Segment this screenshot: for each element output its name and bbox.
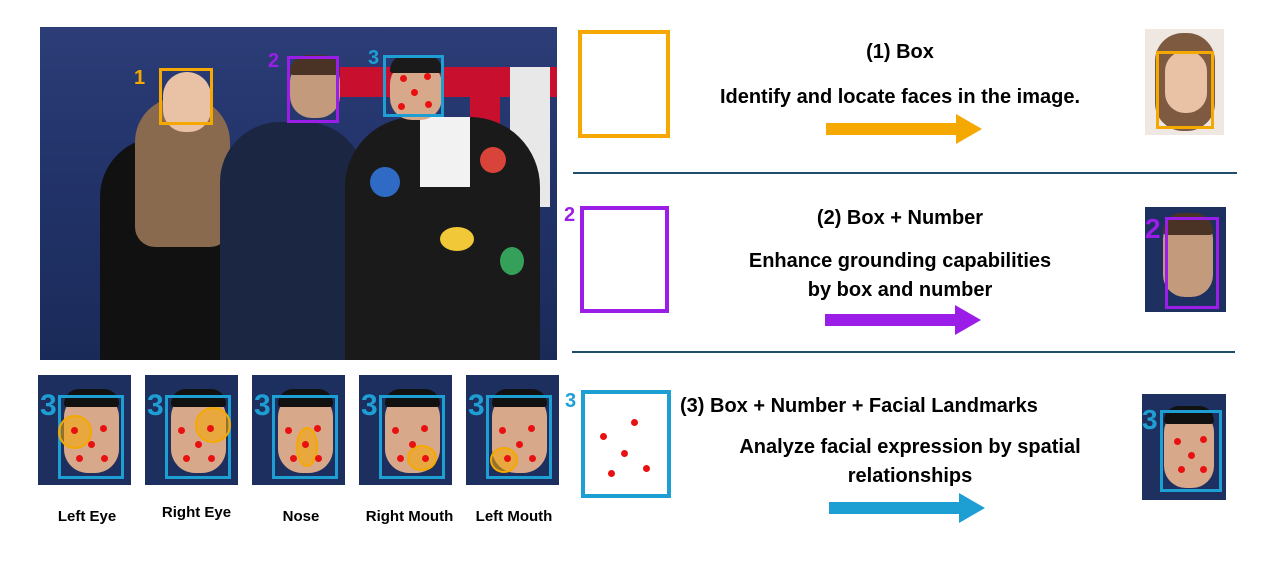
row-3-subtitle-line-1: Analyze facial expression by spatial [739, 436, 1081, 458]
thumbnail-number: 3 [468, 389, 485, 422]
person-2-body [220, 122, 365, 360]
thumbnail-number: 3 [254, 389, 271, 422]
legend-landmark-dot [608, 470, 615, 477]
row-1-subtitle: Identify and locate faces in the image. [719, 86, 1081, 108]
jacket-pattern-blue [370, 167, 400, 197]
legend-landmark-dot [621, 450, 628, 457]
landmark-dot [424, 73, 431, 80]
landmark-dot [411, 89, 418, 96]
result-face-1 [1145, 29, 1224, 135]
row-1-title: (1) Box [866, 41, 934, 63]
thumbnail-number: 3 [147, 389, 164, 422]
legend-box-3-number: 3 [565, 390, 577, 412]
thumbnail-nose: 3 [252, 375, 345, 485]
row-2-title: (2) Box + Number [816, 207, 984, 229]
face-box-1 [159, 68, 213, 125]
legend-landmark-dot [600, 433, 607, 440]
result-face-2-number: 2 [1145, 213, 1161, 244]
legend-box-2 [580, 206, 669, 313]
label-right-mouth: Right Mouth [365, 508, 454, 525]
row-3-arrow [829, 493, 985, 523]
label-right-eye: Right Eye [161, 504, 232, 521]
row-2-arrow [825, 305, 981, 335]
landmark-dot [400, 75, 407, 82]
thumbnail-right-eye: 3 [145, 375, 238, 485]
legend-landmark-dot [631, 419, 638, 426]
divider-2 [572, 351, 1235, 353]
group-photo: 1 2 3 [40, 27, 557, 360]
face-box-3-number: 3 [368, 47, 380, 69]
row-2-subtitle-line-1: Enhance grounding capabilities [748, 250, 1052, 272]
thumbnail-number: 3 [361, 389, 378, 422]
thumbnail-left-mouth: 3 [466, 375, 559, 485]
label-left-eye: Left Eye [57, 508, 117, 525]
row-3-title: (3) Box + Number + Facial Landmarks [680, 395, 1038, 417]
face-box-2-number: 2 [268, 50, 280, 72]
divider-1 [573, 172, 1237, 174]
legend-box-1 [578, 30, 670, 138]
person-3-hair [390, 55, 442, 73]
person-2-hair [290, 55, 340, 75]
jacket-pattern-yellow [440, 227, 474, 251]
face-box-3 [383, 55, 444, 117]
person-3-shirt [420, 117, 470, 187]
result-face-3: 3 [1142, 394, 1226, 500]
row-1-arrow [826, 114, 982, 144]
legend-landmark-dot [643, 465, 650, 472]
landmark-dot [425, 101, 432, 108]
highlight-right-eye [195, 407, 231, 443]
legend-box-3 [581, 390, 671, 498]
row-3-subtitle-line-2: relationships [847, 465, 973, 487]
label-nose: Nose [282, 508, 320, 525]
thumbnail-left-eye: 3 [38, 375, 131, 485]
thumbnail-number: 3 [40, 389, 57, 422]
legend-box-2-number: 2 [564, 204, 576, 226]
jacket-pattern-green [500, 247, 524, 275]
face-box-2 [287, 56, 339, 123]
result-face-3-number: 3 [1142, 404, 1158, 435]
label-left-mouth: Left Mouth [475, 508, 553, 525]
face-box-1-number: 1 [134, 67, 146, 89]
row-2-subtitle-line-2: by box and number [807, 279, 993, 301]
thumbnail-right-mouth: 3 [359, 375, 452, 485]
jacket-pattern-red [480, 147, 506, 173]
result-face-2: 2 [1145, 207, 1226, 312]
landmark-dot [398, 103, 405, 110]
highlight-left-eye [58, 415, 92, 449]
